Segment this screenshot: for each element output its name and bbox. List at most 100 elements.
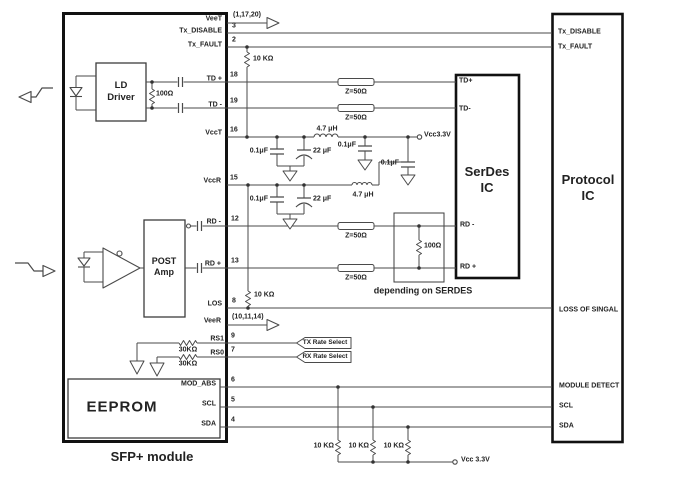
pin-number-rd-minus: 12 bbox=[231, 215, 239, 223]
veer-ground-arrow bbox=[266, 319, 280, 331]
pin-number-los: 8 bbox=[232, 297, 236, 305]
z50-rd-minus bbox=[337, 222, 375, 230]
value-vccr-01uf: 0.1μF bbox=[249, 195, 268, 203]
value-td-termination: 100Ω bbox=[156, 90, 174, 98]
pin-number-scl: 5 bbox=[231, 396, 235, 404]
laser-diode-icon bbox=[69, 86, 83, 97]
optical-arrows bbox=[15, 87, 56, 278]
value-vcc-bottom: Vcc 3.3V bbox=[461, 456, 490, 464]
wire-rs0 bbox=[156, 356, 297, 363]
wires bbox=[75, 22, 552, 463]
inductors bbox=[313, 133, 373, 186]
wire-vccr-filter-cap bbox=[378, 137, 409, 185]
pin-label-td-plus: TD + bbox=[206, 75, 222, 83]
pin-number-rs1: 9 bbox=[231, 332, 235, 340]
resistors bbox=[149, 51, 422, 456]
rate-select-tags bbox=[296, 337, 352, 363]
value-los-pullup: 10 KΩ bbox=[254, 291, 275, 299]
terminals bbox=[416, 134, 458, 465]
resistor-los-pullup bbox=[245, 290, 251, 307]
value-txfault-pullup: 10 KΩ bbox=[253, 55, 274, 63]
protocol-pin-sda: SDA bbox=[559, 422, 574, 430]
pin-number-vcct: 16 bbox=[230, 126, 238, 134]
wire-laser-diode bbox=[75, 75, 96, 111]
value-i2c-pullup-2: 10 KΩ bbox=[348, 442, 369, 450]
sfp-module-box bbox=[62, 12, 228, 443]
value-rs0-resistor: 30KΩ bbox=[178, 360, 198, 368]
pin-number-mod-abs: 6 bbox=[231, 376, 235, 384]
value-vccr-inductor: 4.7 μH bbox=[352, 191, 374, 199]
capacitor-vccr-filter-01uf bbox=[401, 161, 415, 168]
pin-label-scl: SCL bbox=[202, 400, 216, 408]
serdes-pin-td-plus: TD+ bbox=[459, 77, 473, 85]
value-vcct-inductor: 4.7 μH bbox=[316, 125, 338, 133]
tx-rate-select-tag bbox=[296, 337, 352, 349]
capacitor-rd-plus-coupling bbox=[196, 263, 203, 273]
pin-label-tx-fault: Tx_FAULT bbox=[187, 41, 222, 49]
z50-rd-plus bbox=[337, 264, 375, 272]
pin-label-rd-minus: RD - bbox=[206, 218, 221, 226]
pin-label-mod-abs: MOD_ABS bbox=[180, 380, 216, 388]
pin-label-rs1: RS1 bbox=[210, 335, 224, 343]
ground-arrow-vccr-filter bbox=[400, 174, 416, 186]
pin-number-tx-disable: 3 bbox=[232, 22, 236, 30]
resistor-td-termination bbox=[149, 88, 155, 105]
resistor-rs0 bbox=[178, 354, 198, 360]
ld-driver-title: LD Driver bbox=[107, 80, 135, 103]
value-i2c-pullup-3: 10 KΩ bbox=[383, 442, 404, 450]
resistor-rd-termination bbox=[416, 239, 422, 256]
capacitors bbox=[177, 77, 415, 273]
value-vccr-22uf: 22 μF bbox=[313, 195, 332, 203]
eeprom-title: EEPROM bbox=[86, 398, 158, 416]
protocol-pin-los: LOSS OF SINGAL bbox=[559, 306, 619, 314]
pin-label-td-minus: TD - bbox=[208, 101, 222, 109]
wire-i2c-pullups bbox=[337, 387, 453, 463]
protocol-pin-tx-disable: Tx_DISABLE bbox=[558, 28, 601, 36]
pin-number-sda: 4 bbox=[231, 416, 235, 424]
pin-label-rd-plus: RD + bbox=[204, 260, 221, 268]
capacitor-td-plus-coupling bbox=[177, 77, 184, 87]
capacitor-vcct-01uf bbox=[270, 148, 284, 155]
resistor-txfault-pullup bbox=[244, 51, 250, 68]
inner-blocks bbox=[67, 62, 445, 439]
serdes-pin-rd-plus: RD + bbox=[460, 263, 477, 271]
inductor-vccr bbox=[351, 181, 373, 186]
pin-label-vccr: VccR bbox=[203, 177, 221, 185]
pin-number-vccr: 15 bbox=[230, 174, 238, 182]
value-z50-rd-minus: Z=50Ω bbox=[345, 232, 367, 240]
vcc-terminal-bottom bbox=[452, 459, 458, 465]
serdes-pin-rd-minus: RD - bbox=[460, 221, 475, 229]
rx-rate-select-label: RX Rate Select bbox=[302, 353, 348, 360]
z50-td-minus bbox=[337, 104, 375, 112]
optical-tx-arrow bbox=[31, 87, 53, 98]
veer-pins-ref: (10,11,14) bbox=[232, 313, 264, 321]
pin-label-los: LOS bbox=[207, 300, 222, 308]
resistor-i2c-2 bbox=[370, 439, 376, 456]
value-vcc-mid-01uf: 0.1μF bbox=[337, 141, 356, 149]
pin-number-tx-fault: 2 bbox=[232, 36, 236, 44]
capacitor-vccr-22uf bbox=[295, 197, 313, 208]
opto-components bbox=[69, 86, 192, 289]
transmission-lines bbox=[337, 78, 375, 272]
pin-label-rs0: RS0 bbox=[210, 349, 224, 357]
value-vcct-22uf: 22 μF bbox=[313, 147, 332, 155]
capacitor-rd-minus-coupling bbox=[196, 221, 203, 231]
preamp-bubble bbox=[116, 250, 123, 257]
wire-vcct-caps bbox=[276, 137, 305, 171]
inductor-vcct bbox=[313, 133, 339, 138]
serdes-ic-title: SerDes IC bbox=[464, 163, 510, 195]
pin-label-tx-disable: Tx_DISABLE bbox=[179, 27, 222, 35]
value-z50-td-plus: Z=50Ω bbox=[345, 88, 367, 96]
value-i2c-pullup-1: 10 KΩ bbox=[313, 442, 334, 450]
value-rs1-resistor: 30KΩ bbox=[178, 346, 198, 354]
veet-pins-ref: (1,17,20) bbox=[233, 11, 262, 19]
preamp-triangle-icon bbox=[102, 247, 141, 289]
optical-rx-arrow bbox=[15, 262, 43, 272]
protocol-ic-box bbox=[551, 12, 624, 444]
value-rd-termination: 100Ω bbox=[424, 242, 442, 250]
pin-number-rs0: 7 bbox=[231, 346, 235, 354]
value-z50-td-minus: Z=50Ω bbox=[345, 114, 367, 122]
protocol-pin-tx-fault: Tx_FAULT bbox=[558, 43, 593, 51]
